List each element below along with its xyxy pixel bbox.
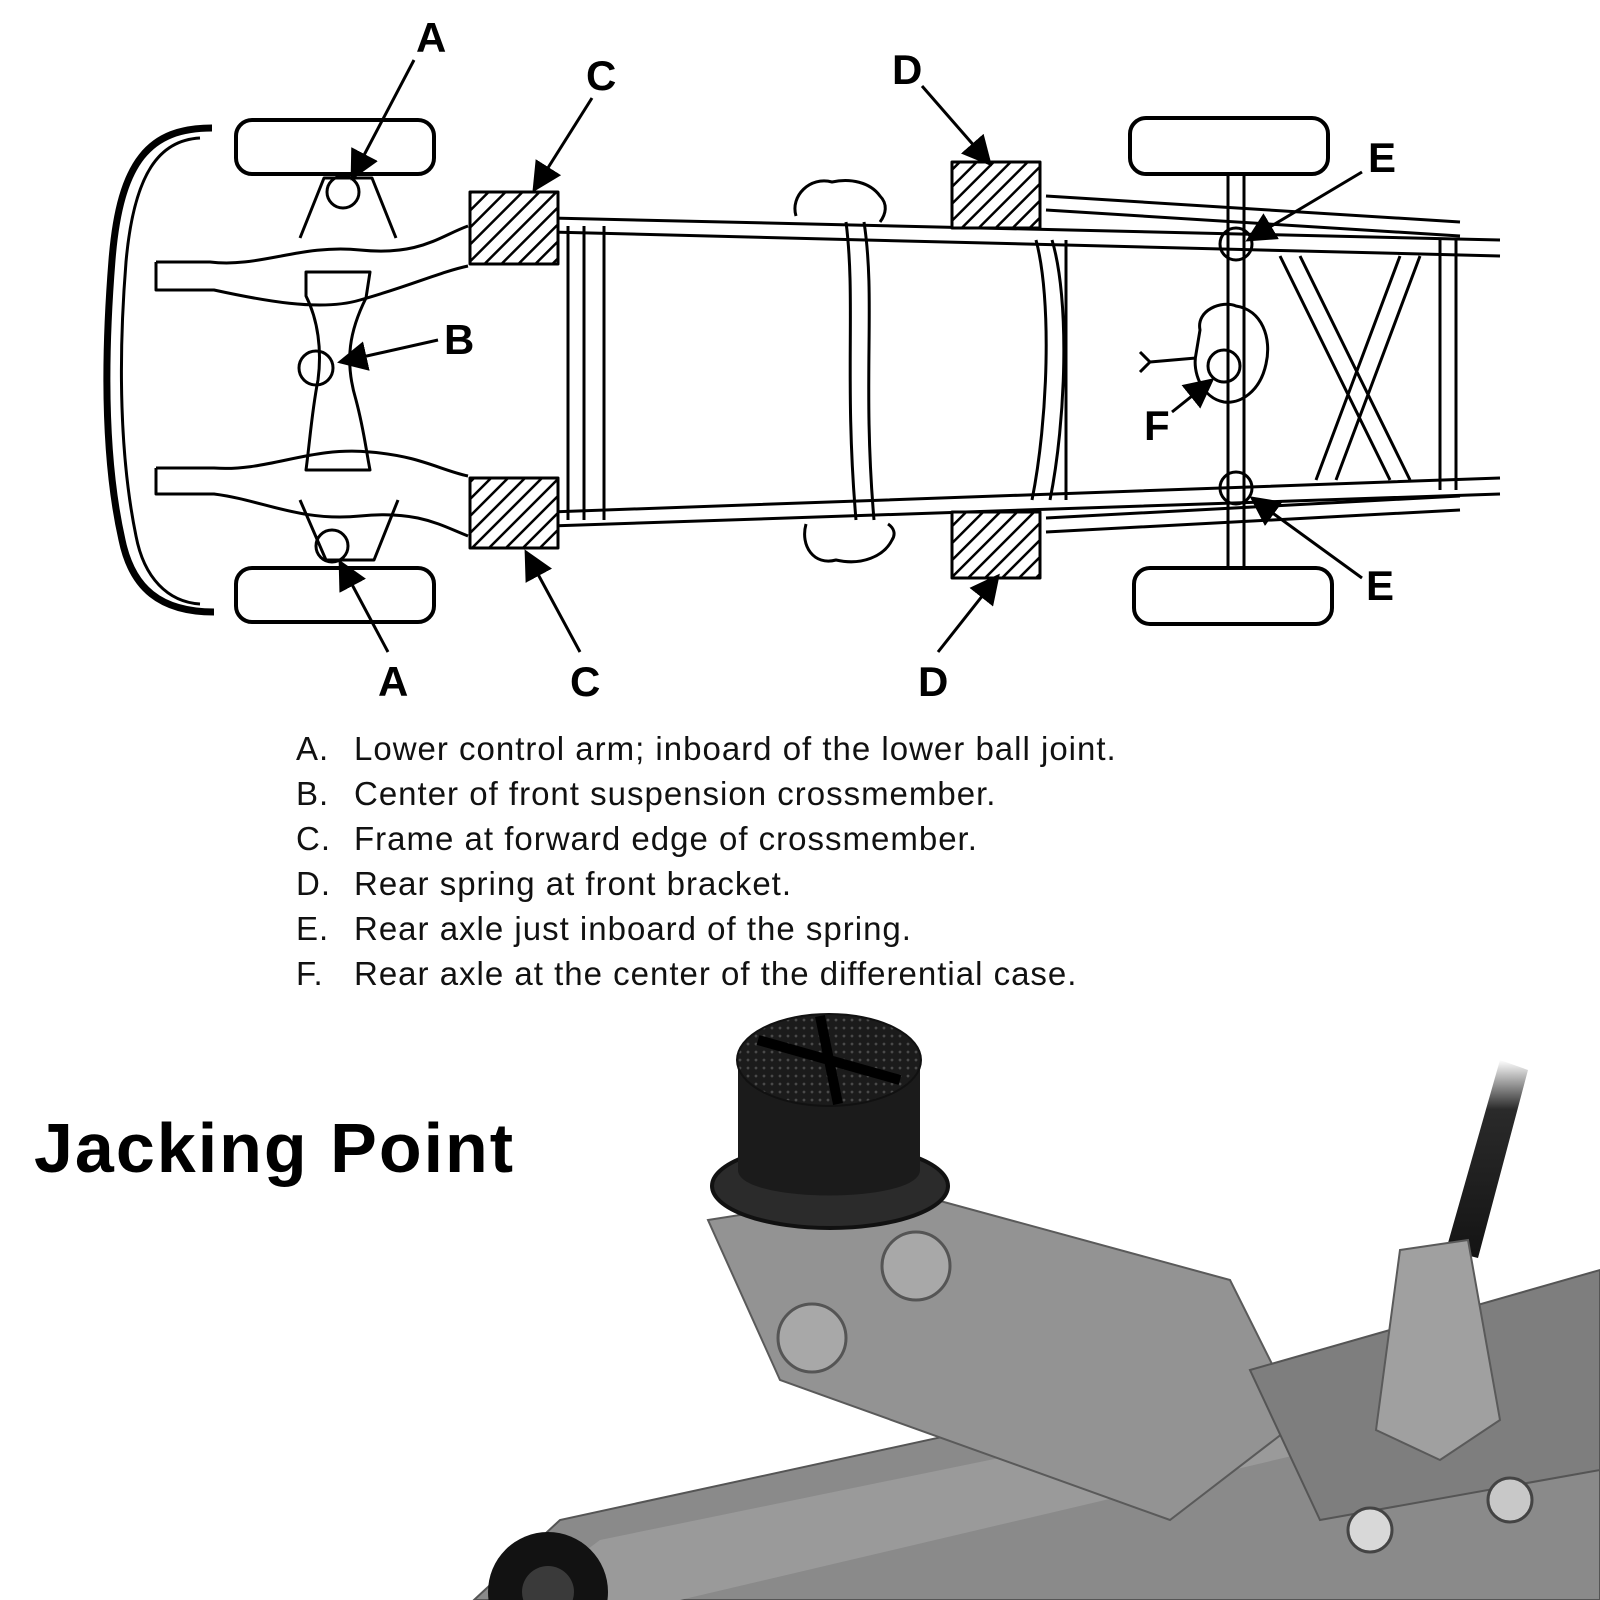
legend-text: Frame at forward edge of crossmember. bbox=[354, 820, 978, 857]
legend-item: C. Frame at forward edge of crossmember. bbox=[296, 816, 1117, 861]
jack-bolt-side bbox=[1486, 1476, 1534, 1524]
rear-axle-spring-joint-top bbox=[1218, 226, 1254, 262]
legend-text: Lower control arm; inboard of the lower … bbox=[354, 730, 1117, 767]
callout-a-bottom: A bbox=[378, 658, 408, 705]
arrow-e-top bbox=[1245, 170, 1363, 242]
legend-text: Center of front suspension crossmember. bbox=[354, 775, 997, 812]
legend-text: Rear axle at the center of the different… bbox=[354, 955, 1078, 992]
jacking-pad-d-top bbox=[950, 160, 1042, 230]
transmission-bottom bbox=[803, 522, 896, 564]
driveshaft-yoke bbox=[1138, 350, 1197, 374]
arrow-b bbox=[337, 338, 439, 371]
legend-item: A. Lower control arm; inboard of the lowe… bbox=[296, 726, 1117, 771]
callout-b: B bbox=[444, 316, 474, 363]
legend-key: F. bbox=[296, 955, 324, 992]
vehicle-chassis-diagram: A A B C C D D E E F bbox=[103, 14, 1501, 705]
callout-c-top: C bbox=[586, 52, 616, 99]
crossmember-center bbox=[297, 349, 335, 387]
transmission-top bbox=[793, 179, 887, 223]
callout-e-bottom: E bbox=[1366, 562, 1394, 609]
arrow-a-bottom bbox=[338, 559, 390, 653]
lower-ball-joint-left bbox=[325, 174, 361, 210]
arrow-c-top bbox=[532, 97, 594, 193]
callout-d-bottom: D bbox=[918, 658, 948, 705]
arrow-c-bottom bbox=[524, 549, 582, 653]
jack-pad-cross-groove bbox=[756, 1014, 902, 1106]
jack-handle bbox=[1446, 1060, 1528, 1258]
legend-item: F. Rear axle at the center of the differe… bbox=[296, 951, 1117, 996]
crossmember-3 bbox=[1030, 239, 1068, 501]
callout-e-top: E bbox=[1368, 134, 1396, 181]
front-left-tire bbox=[234, 118, 436, 176]
callout-f: F bbox=[1144, 402, 1170, 449]
arrow-d-bottom bbox=[936, 573, 1000, 653]
crossmember-1 bbox=[566, 226, 606, 520]
jacking-pad-c-top bbox=[468, 190, 560, 266]
legend-key: E. bbox=[296, 910, 330, 947]
callout-d-top: D bbox=[892, 46, 922, 93]
jack-bolt-rear bbox=[1346, 1506, 1394, 1554]
rear-right-tire bbox=[1132, 566, 1334, 626]
legend-key: B. bbox=[296, 775, 330, 812]
rear-x-crossmember bbox=[1278, 240, 1458, 490]
callout-a-top: A bbox=[416, 14, 446, 61]
jacking-point-heading: Jacking Point bbox=[34, 1109, 516, 1187]
jack-pivot-bolt-upper bbox=[880, 1230, 952, 1302]
front-bumper bbox=[103, 124, 215, 616]
legend-item: D. Rear spring at front bracket. bbox=[296, 861, 1117, 906]
arrow-f bbox=[1171, 378, 1215, 414]
crossmember-2 bbox=[844, 221, 876, 521]
front-frame-lower bbox=[154, 449, 469, 538]
differential-center bbox=[1206, 348, 1242, 384]
jack-pivot-bolt-lower bbox=[776, 1302, 848, 1374]
front-right-tire bbox=[234, 566, 436, 624]
arrow-a-top bbox=[350, 59, 416, 181]
frame-rail-right bbox=[549, 476, 1501, 528]
legend-key: A. bbox=[296, 730, 330, 767]
arrow-e-bottom bbox=[1249, 496, 1363, 580]
front-frame-upper bbox=[154, 224, 469, 307]
legend-key: D. bbox=[296, 865, 331, 902]
callout-c-bottom: C bbox=[570, 658, 600, 705]
legend-text: Rear spring at front bracket. bbox=[354, 865, 793, 902]
legend-item: B. Center of front suspension crossmember… bbox=[296, 771, 1117, 816]
front-bumper-inner bbox=[119, 136, 201, 606]
lower-ball-joint-right bbox=[314, 528, 350, 564]
jack-pump-housing bbox=[1374, 1238, 1502, 1462]
arrow-d-top bbox=[920, 85, 992, 167]
jack-front-wheel-hub bbox=[522, 1566, 574, 1600]
legend-item: E. Rear axle just inboard of the spring. bbox=[296, 906, 1117, 951]
legend-key: C. bbox=[296, 820, 331, 857]
jacking-pad-c-bottom bbox=[468, 476, 560, 550]
rear-axle-spring-joint-bottom bbox=[1218, 470, 1254, 506]
legend-text: Rear axle just inboard of the spring. bbox=[354, 910, 912, 947]
jacking-point-legend: A. Lower control arm; inboard of the lowe… bbox=[296, 726, 1117, 996]
